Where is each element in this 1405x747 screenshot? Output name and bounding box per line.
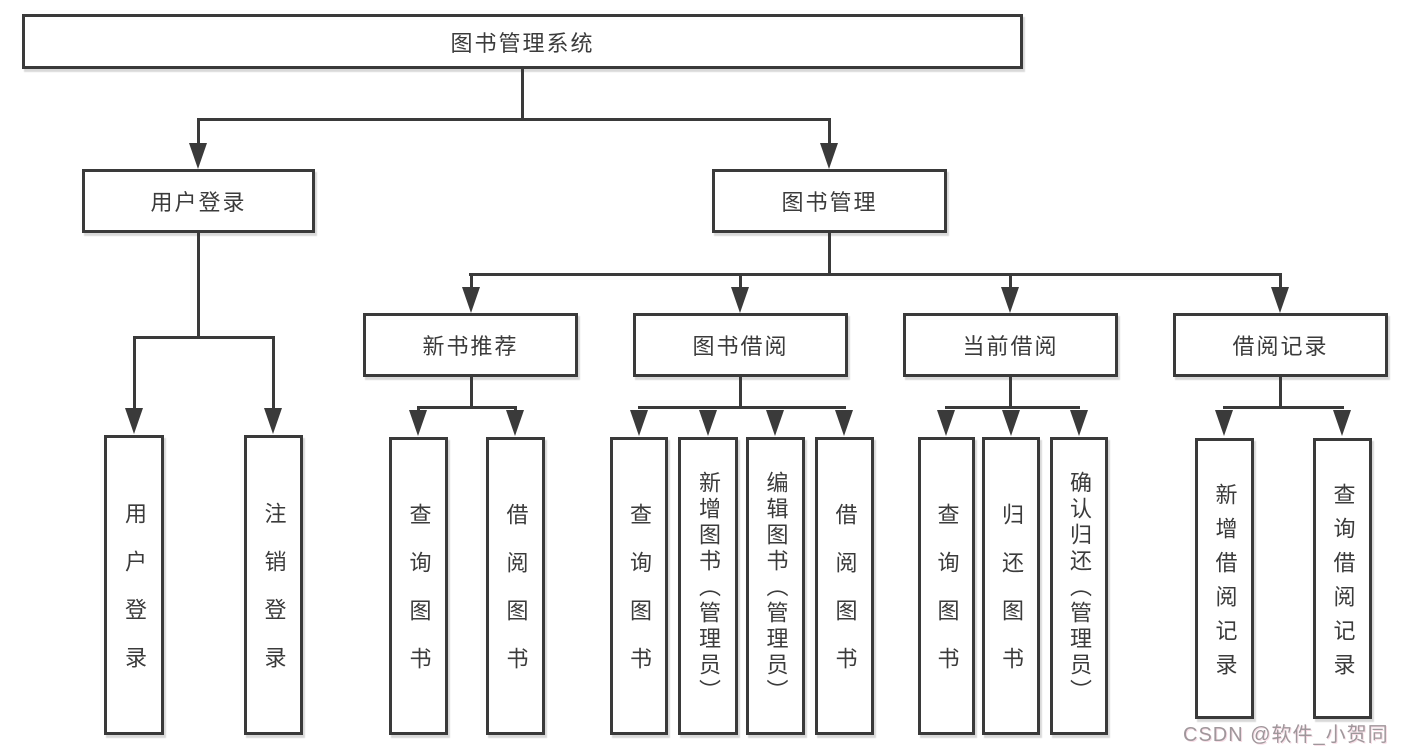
arrow-down-icon: [820, 143, 838, 169]
connector-shaft: [1279, 273, 1282, 289]
connector-book-mgmt-stem: [828, 233, 831, 276]
arrow-down-icon: [1001, 287, 1019, 313]
leaf-edit-book-admin: 编辑图书（管理员）: [746, 437, 805, 735]
connector-level2-bar: [197, 118, 831, 121]
node-current-borrowing: 当前借阅: [903, 313, 1118, 377]
connector-records-stem: [1279, 377, 1282, 409]
leaf-add-borrow-record: 新增借阅记录: [1195, 438, 1254, 719]
connector-root-stem: [521, 69, 524, 118]
connector-current-bar: [945, 406, 1080, 409]
leaf-borrow-book-recommend: 借阅图书: [486, 437, 545, 735]
arrow-down-icon: [125, 408, 143, 434]
arrow-down-icon: [409, 410, 427, 436]
arrow-down-icon: [699, 410, 717, 436]
arrow-down-icon: [835, 410, 853, 436]
connector-shaft: [133, 336, 136, 410]
leaf-query-book-recommend: 查询图书: [389, 437, 448, 735]
connector-records-bar: [1223, 406, 1344, 409]
leaf-query-borrow-record: 查询借阅记录: [1313, 438, 1372, 719]
connector-current-stem: [1009, 377, 1012, 409]
connector-user-login-stem: [197, 233, 200, 336]
leaf-add-book-admin: 新增图书（管理员）: [678, 437, 738, 735]
node-new-book-recommend: 新书推荐: [363, 313, 578, 377]
arrow-down-icon: [189, 143, 207, 169]
arrow-down-icon: [264, 408, 282, 434]
arrow-down-icon: [1271, 287, 1289, 313]
node-root-library-system: 图书管理系统: [22, 14, 1023, 69]
connector-level3-bar: [469, 273, 1282, 276]
leaf-query-book-borrow: 查询图书: [610, 437, 668, 735]
leaf-return-book: 归还图书: [982, 437, 1040, 735]
arrow-down-icon: [731, 287, 749, 313]
connector-shaft: [272, 336, 275, 410]
arrow-down-icon: [462, 287, 480, 313]
leaf-query-book-current: 查询图书: [918, 437, 975, 735]
leaf-borrow-book: 借阅图书: [815, 437, 874, 735]
arrow-down-icon: [937, 410, 955, 436]
arrow-down-icon: [766, 410, 784, 436]
leaf-confirm-return-admin: 确认归还（管理员）: [1050, 437, 1108, 735]
connector-borrow-bar: [638, 406, 846, 409]
arrow-down-icon: [1215, 410, 1233, 436]
connector-shaft: [1009, 273, 1012, 289]
connector-shaft: [197, 118, 200, 145]
node-book-management: 图书管理: [712, 169, 947, 233]
connector-recommend-stem: [470, 377, 473, 409]
node-book-borrowing: 图书借阅: [633, 313, 848, 377]
connector-borrow-stem: [739, 377, 742, 409]
node-borrowing-records: 借阅记录: [1173, 313, 1388, 377]
leaf-user-login: 用户登录: [104, 435, 164, 735]
leaf-logout: 注销登录: [244, 435, 303, 735]
arrow-down-icon: [506, 410, 524, 436]
connector-shaft: [417, 406, 420, 412]
csdn-watermark: CSDN @软件_小贺同学: [1183, 724, 1389, 746]
connector-user-login-bar: [133, 336, 275, 339]
arrow-down-icon: [1002, 410, 1020, 436]
arrow-down-icon: [1070, 410, 1088, 436]
node-user-login: 用户登录: [82, 169, 315, 233]
connector-shaft: [470, 273, 473, 289]
connector-shaft: [514, 406, 517, 412]
connector-shaft: [828, 118, 831, 145]
arrow-down-icon: [630, 410, 648, 436]
connector-recommend-bar: [417, 406, 516, 409]
arrow-down-icon: [1333, 410, 1351, 436]
connector-shaft: [739, 273, 742, 289]
